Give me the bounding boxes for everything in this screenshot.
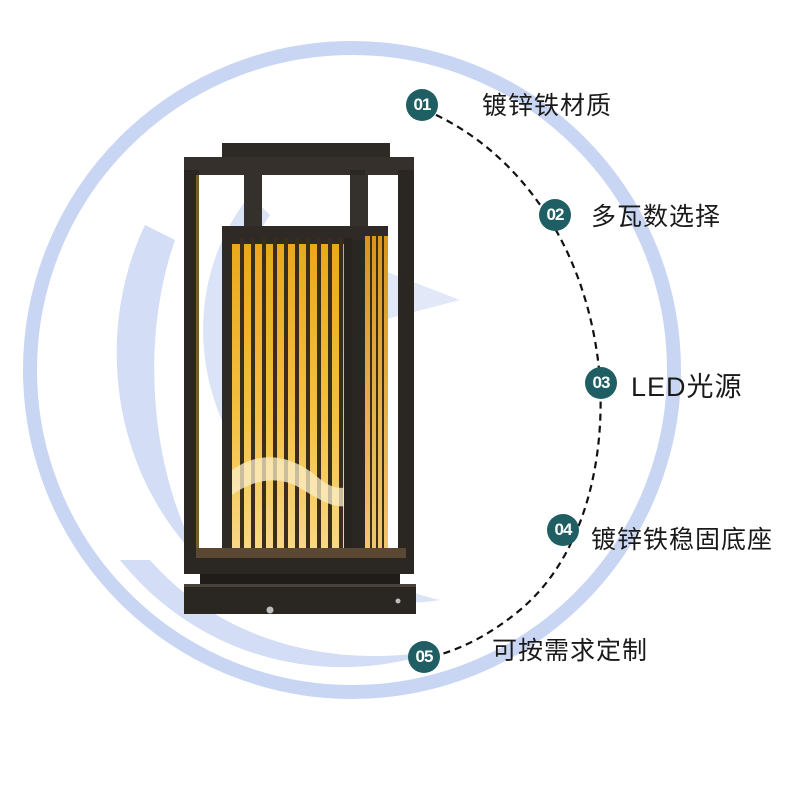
feature-number-badge: 05 (408, 641, 440, 673)
feature-label-material: 镀锌铁材质 (482, 91, 613, 120)
feature-label-custom: 可按需求定制 (492, 636, 649, 665)
feature-label-base: 镀锌铁稳固底座 (591, 525, 774, 554)
lantern-icon (184, 143, 416, 614)
feature-number-badge: 03 (585, 367, 617, 399)
screw-icon (266, 606, 274, 614)
dashed-arc (424, 108, 602, 660)
feature-number-badge: 01 (406, 89, 438, 121)
feature-number-badge: 02 (539, 199, 571, 231)
feature-number-badge: 04 (547, 514, 579, 546)
screw-icon (395, 598, 401, 604)
feature-label-wattage: 多瓦数选择 (591, 202, 722, 231)
feature-label-led: LED光源 (631, 372, 743, 402)
